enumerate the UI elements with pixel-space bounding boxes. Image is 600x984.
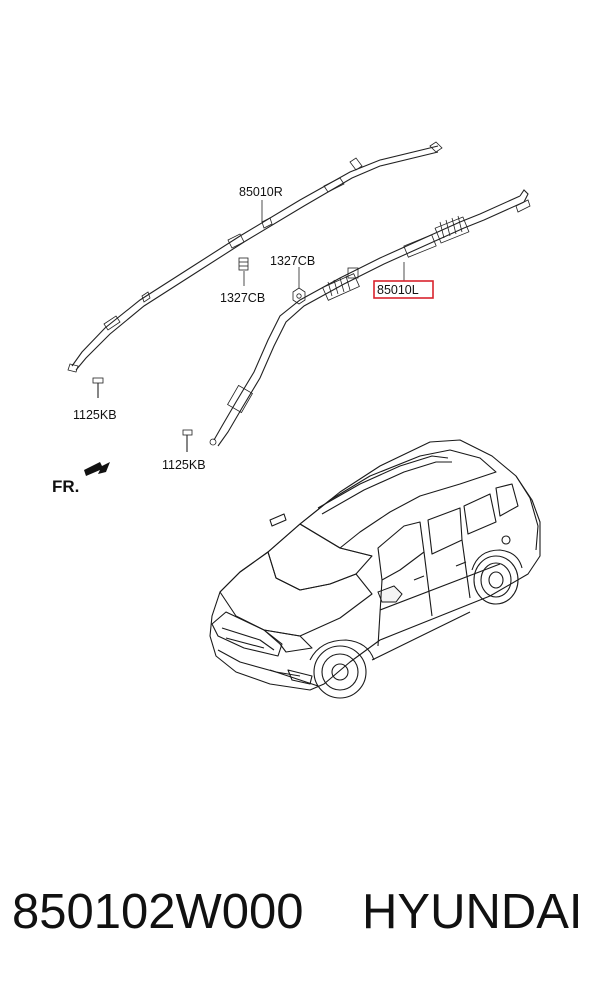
clip-1327CB-upper[interactable] bbox=[238, 257, 249, 271]
curtain-airbag-right[interactable] bbox=[67, 141, 443, 373]
brand-name: HYUNDAI bbox=[362, 885, 583, 939]
highlight-box-85010L bbox=[373, 280, 434, 299]
label-1327CB-upper: 1327CB bbox=[220, 291, 265, 305]
label-85010R: 85010R bbox=[239, 185, 283, 199]
parts-diagram: 85010R 1327CB 85010L 1327CB 1125KB bbox=[52, 141, 541, 699]
label-1125KB-rear: 1125KB bbox=[73, 408, 117, 422]
direction-label: FR. bbox=[52, 477, 79, 496]
bolt-1125KB-front[interactable] bbox=[182, 429, 193, 452]
label-1327CB-lower: 1327CB bbox=[270, 254, 315, 268]
label-85010L: 85010L bbox=[377, 283, 419, 297]
vehicle-illustration bbox=[209, 439, 541, 699]
curtain-airbag-left[interactable] bbox=[209, 189, 531, 447]
part-number: 850102W000 bbox=[12, 885, 304, 939]
label-1125KB-front: 1125KB bbox=[162, 458, 206, 472]
clip-1327CB-nut[interactable] bbox=[292, 287, 306, 305]
direction-arrow-icon bbox=[84, 462, 110, 476]
bolt-1125KB-rear[interactable] bbox=[92, 377, 104, 398]
